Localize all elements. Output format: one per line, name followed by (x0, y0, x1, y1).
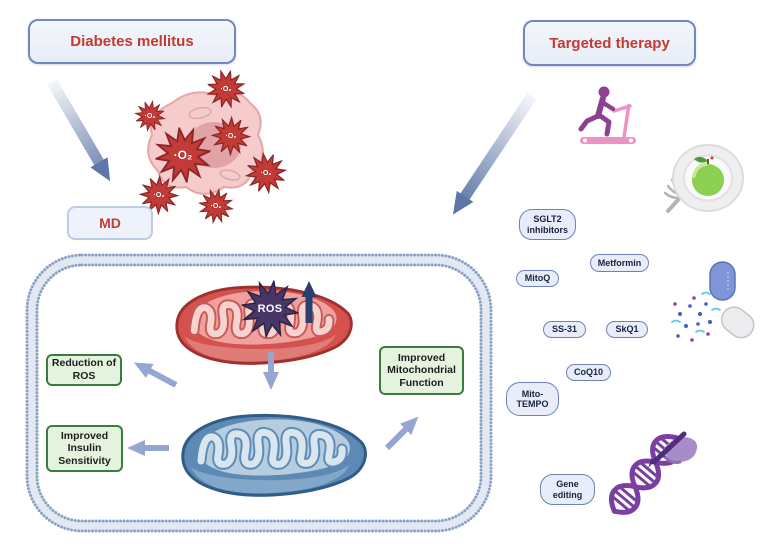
superoxide-particle: ·O₂ (207, 70, 245, 108)
treadmill-runner-icon (578, 86, 636, 144)
outcome-label: Reduction of ROS (51, 357, 117, 382)
superoxide-particle: ·O₂ (212, 117, 250, 155)
blue-mitochondrion (181, 413, 367, 497)
therapy-pill-skq1: SkQ1 (606, 321, 648, 338)
superoxide-label: ·O₂ (260, 169, 272, 177)
arrow-to-mitochondrial-function (384, 416, 419, 451)
therapy-label: Gene editing (552, 479, 583, 500)
superoxide-label: ·O₂ (153, 191, 165, 199)
therapy-pill-gene-editing: Gene editing (540, 474, 595, 505)
superoxide-particle: ·O₂ (246, 153, 286, 193)
diabetes-mellitus-label: Diabetes mellitus (70, 33, 194, 50)
plate-with-apple-icon (663, 144, 744, 213)
therapy-label: Metformin (597, 257, 642, 268)
arrow-therapy-to-cell (452, 92, 537, 215)
outcome-improved-insulin-sensitivity: Improved Insulin Sensitivity (46, 425, 123, 472)
therapy-pill-ss31: SS-31 (543, 321, 586, 338)
arrow-red-to-blue-mitochondrion (263, 352, 279, 390)
outcome-label: Improved Insulin Sensitivity (58, 429, 111, 467)
ros-label: ROS (257, 303, 283, 315)
superoxide-particle-large: ·O₂ (155, 127, 211, 183)
therapy-label: MitoQ (524, 273, 551, 284)
superoxide-label: ·O₂ (144, 112, 156, 120)
therapy-label: Mito-TEMPO (516, 388, 549, 409)
therapy-pill-sglt2-inhibitors: SGLT2 inhibitors (519, 209, 576, 240)
outcome-improved-mitochondrial-function: Improved Mitochondrial Function (379, 346, 464, 395)
outcome-label: Improved Mitochondrial Function (387, 351, 456, 389)
therapy-label: SGLT2 inhibitors (527, 214, 568, 235)
targeted-therapy-label: Targeted therapy (549, 34, 670, 52)
therapy-label: SkQ1 (615, 324, 639, 335)
arrow-to-reduction-of-ros (133, 362, 178, 388)
therapy-pill-metformin: Metformin (590, 254, 649, 272)
superoxide-label: ·O₂ (220, 85, 232, 93)
outcome-reduction-of-ros: Reduction of ROS (46, 354, 122, 386)
therapy-label: CoQ10 (573, 367, 603, 378)
cell-membrane (25, 253, 493, 533)
targeted-therapy-box: Targeted therapy (523, 20, 696, 66)
superoxide-particle: ·O₂ (135, 101, 165, 131)
superoxide-label: ·O₂ (225, 132, 237, 140)
superoxide-label: ·O₂ (210, 202, 222, 210)
open-capsule-icon (671, 261, 755, 342)
arrow-to-insulin-sensitivity (127, 440, 169, 456)
therapy-pill-mitoq: MitoQ (516, 270, 559, 287)
superoxide-particle: ·O₂ (199, 189, 233, 223)
diabetes-mellitus-box: Diabetes mellitus (28, 19, 236, 64)
md-box: MD (67, 206, 153, 240)
superoxide-particle: ·O₂ (140, 176, 178, 214)
ros-starburst: ROS (240, 280, 300, 338)
superoxide-label: ·O₂ (173, 148, 193, 162)
arrow-ros-increase (301, 281, 317, 323)
therapy-pill-coq10: CoQ10 (566, 364, 611, 381)
arrow-diabetes-to-md (47, 79, 111, 182)
dna-editing-icon (609, 431, 698, 515)
md-label: MD (99, 215, 121, 231)
therapy-label: SS-31 (551, 324, 577, 335)
therapy-pill-mito-tempo: Mito-TEMPO (506, 382, 559, 416)
